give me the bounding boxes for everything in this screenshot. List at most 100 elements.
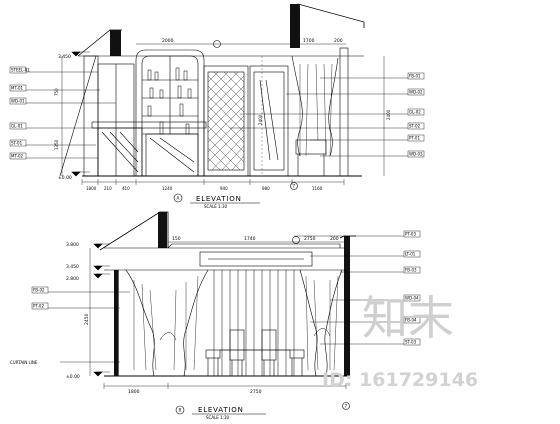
dim-label: 1800 [86, 186, 97, 191]
level-label: ±0.00 [58, 175, 72, 181]
dim-label: 1740 [244, 236, 256, 242]
elevation-marker-bottom [175, 405, 185, 415]
svg-text:ST-02: ST-02 [409, 124, 421, 129]
svg-text:WD-01: WD-01 [11, 99, 25, 104]
callouts-left: FB-02 PT-02 CURTAIN LINE [10, 286, 49, 365]
arched-cabinet-frame [135, 49, 205, 176]
curtain-top [291, 55, 303, 157]
svg-text:FB-03: FB-03 [405, 268, 417, 273]
dim-label: 1160 [312, 186, 323, 191]
elevation-title: ELEVATION [198, 406, 244, 414]
callouts-left: STEEL-01 MT-01 WD-01 GL-01 ST-01 MT-02 [9, 66, 30, 160]
dim-label: 750 [54, 88, 59, 96]
section-mark: A [177, 196, 180, 201]
roof-line-right [289, 3, 365, 28]
grid-marker-top [290, 182, 298, 190]
grid-marker-bottom [342, 402, 350, 410]
section-mark: B [179, 408, 182, 413]
svg-text:PT-01: PT-01 [409, 136, 420, 141]
elevation-bottom-labels: 3.800 3.450 2.800 ±0.00 150 1740 2750 20… [10, 230, 421, 420]
dining-set [205, 329, 305, 376]
dim-label: 210 [104, 186, 112, 191]
svg-text:GL-01: GL-01 [11, 124, 23, 129]
elevation-scale: SCALE 1:30 [204, 204, 228, 209]
watermark: 知末 ID: 161729146 [322, 291, 478, 391]
right-leaders [230, 77, 408, 157]
dim-label: 2400 [386, 109, 391, 120]
svg-text:FB-02: FB-02 [33, 288, 45, 293]
elevation-top [26, 3, 408, 204]
dim-label: 2750 [304, 236, 316, 242]
dim-label: 2400 [258, 114, 263, 125]
svg-text:FB-01: FB-01 [409, 74, 421, 79]
column-right [344, 236, 350, 376]
watermark-id: ID: 161729146 [322, 369, 478, 391]
dim-label: 1350 [54, 139, 59, 150]
note-label: CURTAIN LINE [10, 360, 38, 365]
dim-label: 2750 [250, 389, 262, 395]
level-label: 3.450 [58, 54, 71, 60]
svg-text:ST-01: ST-01 [11, 141, 23, 146]
dim-label: 2000 [162, 38, 174, 44]
dim-label: 1700 [303, 38, 315, 44]
svg-text:MT-02: MT-02 [11, 154, 24, 159]
dim-label: 1800 [128, 389, 140, 395]
svg-text:MT-01: MT-01 [11, 86, 24, 91]
svg-text:ST-03: ST-03 [405, 340, 417, 345]
dim-label: 150 [172, 236, 181, 242]
svg-text:LT-01: LT-01 [405, 252, 416, 257]
right-leaders [294, 235, 404, 345]
bottles [147, 67, 192, 135]
lattice-pattern [207, 71, 245, 171]
svg-text:WD-03: WD-03 [409, 152, 423, 157]
dim-label: 200 [334, 38, 343, 44]
elevation-scale: SCALE 1:30 [206, 415, 230, 420]
grid-mark: 7 [293, 184, 296, 189]
beam-block-right [290, 4, 300, 48]
curtain-left [125, 269, 155, 377]
beam-block-left [110, 30, 121, 56]
dim-label: 1240 [162, 186, 173, 191]
level-label: 3.450 [66, 264, 79, 270]
light-box [199, 251, 313, 267]
elevation-title: ELEVATION [196, 195, 242, 203]
elevation-marker-top [173, 193, 183, 203]
callouts-right: FB-01 WD-02 GL-02 ST-02 PT-01 WD-03 [407, 72, 425, 158]
svg-text:STEEL-01: STEEL-01 [11, 68, 30, 73]
svg-text:PT-03: PT-03 [405, 232, 416, 237]
column-right [339, 47, 349, 177]
curtain-right [299, 269, 318, 377]
grid-mark: 7 [345, 404, 348, 409]
section-marker-bottom [292, 236, 300, 244]
svg-text:WD-04: WD-04 [405, 296, 419, 301]
wall-diagonal [59, 55, 97, 177]
dim-label: 2450 [84, 313, 90, 325]
screen-door-frame [203, 65, 249, 177]
level-marker-floor [71, 171, 81, 177]
door-panel [249, 65, 289, 177]
wall-panels [213, 270, 295, 376]
svg-text:FB-04: FB-04 [405, 318, 417, 323]
beam-block [158, 212, 167, 248]
left-leaders [48, 291, 130, 363]
elevation-bottom [48, 211, 404, 415]
dim-label: 200 [330, 236, 339, 242]
left-leaders [26, 71, 116, 159]
ceiling-step [167, 243, 341, 249]
dim-label: 980 [262, 186, 270, 191]
level-label: 3.800 [66, 242, 79, 248]
side-table [295, 139, 327, 155]
roof-line-left [99, 211, 169, 251]
dim-label: 940 [220, 186, 228, 191]
bar-counter [91, 121, 207, 129]
watermark-logo: 知末 [362, 291, 454, 345]
level-label: ±0.00 [66, 374, 80, 380]
callouts-right: PT-03 LT-01 FB-03 WD-04 FB-04 ST-03 [403, 230, 421, 346]
dim-label: 410 [122, 186, 130, 191]
svg-text:GL-02: GL-02 [409, 110, 421, 115]
level-label: 2.800 [66, 276, 79, 282]
elevation-top-labels: 3.450 ±0.00 2000 1700 200 1800 210 410 1… [9, 38, 425, 209]
section-marker-top [213, 40, 221, 48]
